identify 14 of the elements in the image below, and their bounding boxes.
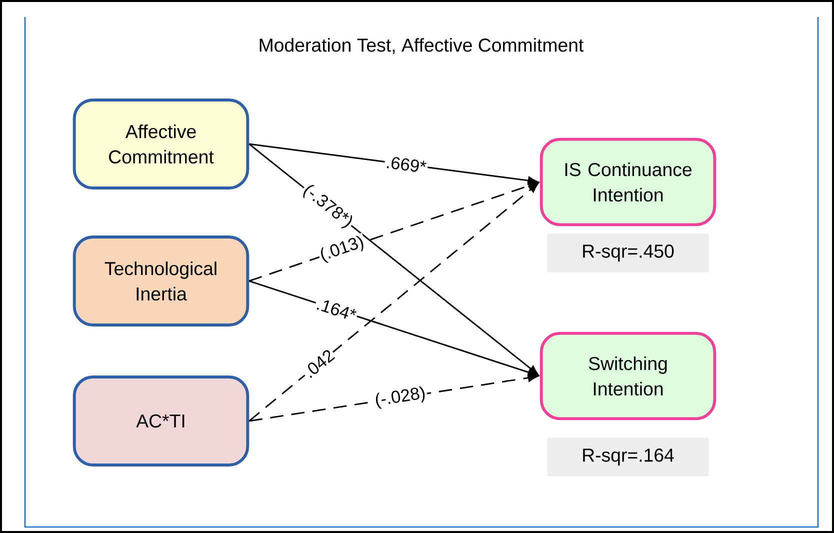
coefficient-label: .669*: [384, 154, 428, 175]
r-squared-box: R-sqr=.164: [547, 438, 709, 476]
coefficient-label: .164*: [314, 296, 360, 324]
variable-box: Switching Intention: [540, 332, 716, 420]
coefficient-label: .042: [300, 346, 338, 381]
variable-box: AC*TI: [72, 376, 250, 466]
coefficient-label: (-.028): [372, 384, 428, 411]
title: Moderation Test, Affective Commitment: [260, 38, 584, 54]
variable-box: Affective Commitment: [72, 98, 250, 190]
coefficient-label: (.013): [316, 232, 368, 266]
variable-box: IS Continuance Intention: [540, 138, 716, 226]
variable-box: Technological Inertia: [72, 236, 250, 326]
r-squared-box: R-sqr=.450: [547, 234, 709, 272]
path-arrow: [248, 183, 538, 422]
